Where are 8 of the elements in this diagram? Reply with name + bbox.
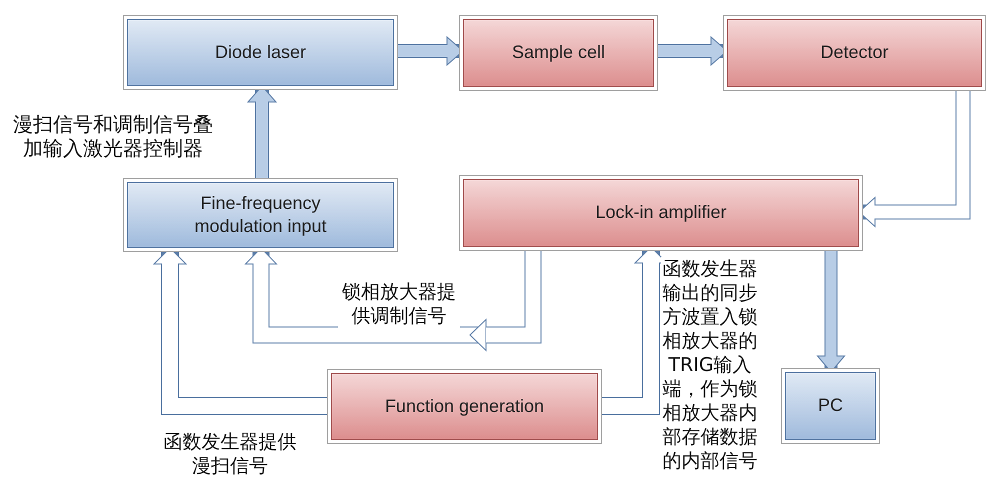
process-box: Function generation xyxy=(327,369,602,444)
process-box: Fine-frequency modulation input xyxy=(123,178,398,252)
process-box: Sample cell xyxy=(459,15,658,91)
process-box: Lock-in amplifier xyxy=(459,175,863,251)
process-box: Diode laser xyxy=(123,15,398,90)
process-box: Detector xyxy=(723,15,986,91)
process-box: PC xyxy=(781,368,880,444)
edge-label: 锁相放大器提供调制信号 xyxy=(338,280,460,328)
